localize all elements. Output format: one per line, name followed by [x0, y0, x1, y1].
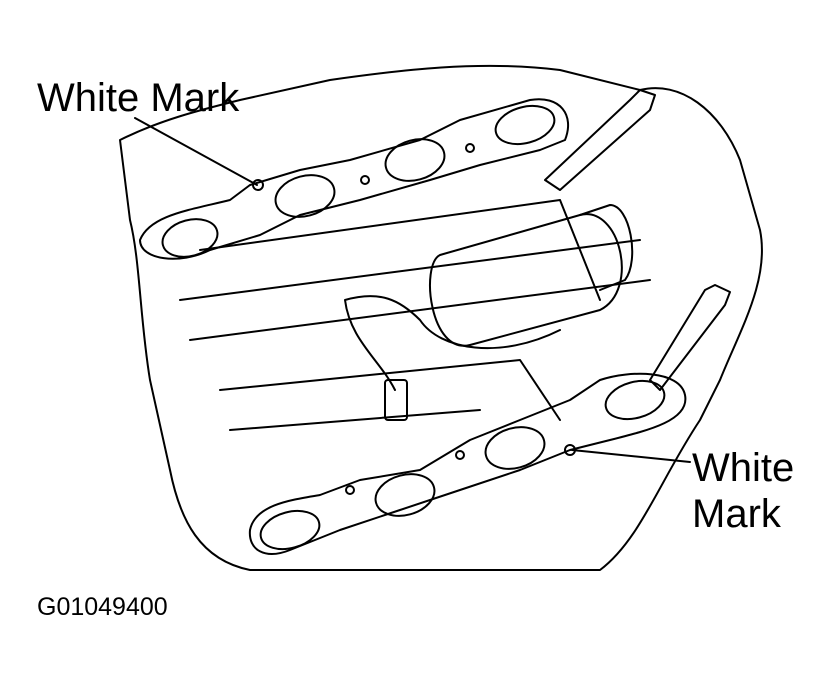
lower-port-3 — [484, 426, 546, 470]
upper-port-4 — [494, 104, 556, 146]
lower-port-2 — [374, 473, 436, 517]
upper-port-1 — [161, 218, 219, 258]
bottom-label-line2: Mark — [692, 492, 781, 536]
upper-port-3 — [384, 138, 446, 182]
starter-motor — [429, 213, 623, 347]
connector — [384, 379, 408, 421]
bottom-white-mark-label: White Mark — [692, 445, 794, 537]
harness — [344, 295, 561, 391]
top-leader-line — [134, 117, 258, 186]
lower-port-4 — [604, 379, 666, 421]
engine-block-outline — [119, 64, 763, 571]
upper-gasket — [139, 98, 570, 260]
upper-port-2 — [274, 174, 336, 218]
bottom-leader-line — [571, 449, 691, 463]
pipe-upper — [544, 89, 656, 191]
lower-gasket — [248, 372, 687, 555]
top-white-mark-label: White Mark — [37, 76, 240, 120]
bottom-label-line1: White — [692, 446, 795, 490]
figure-code: G01049400 — [37, 593, 168, 621]
pipe-lower — [649, 284, 731, 391]
lower-port-1 — [259, 509, 321, 551]
block-lines — [179, 199, 651, 431]
